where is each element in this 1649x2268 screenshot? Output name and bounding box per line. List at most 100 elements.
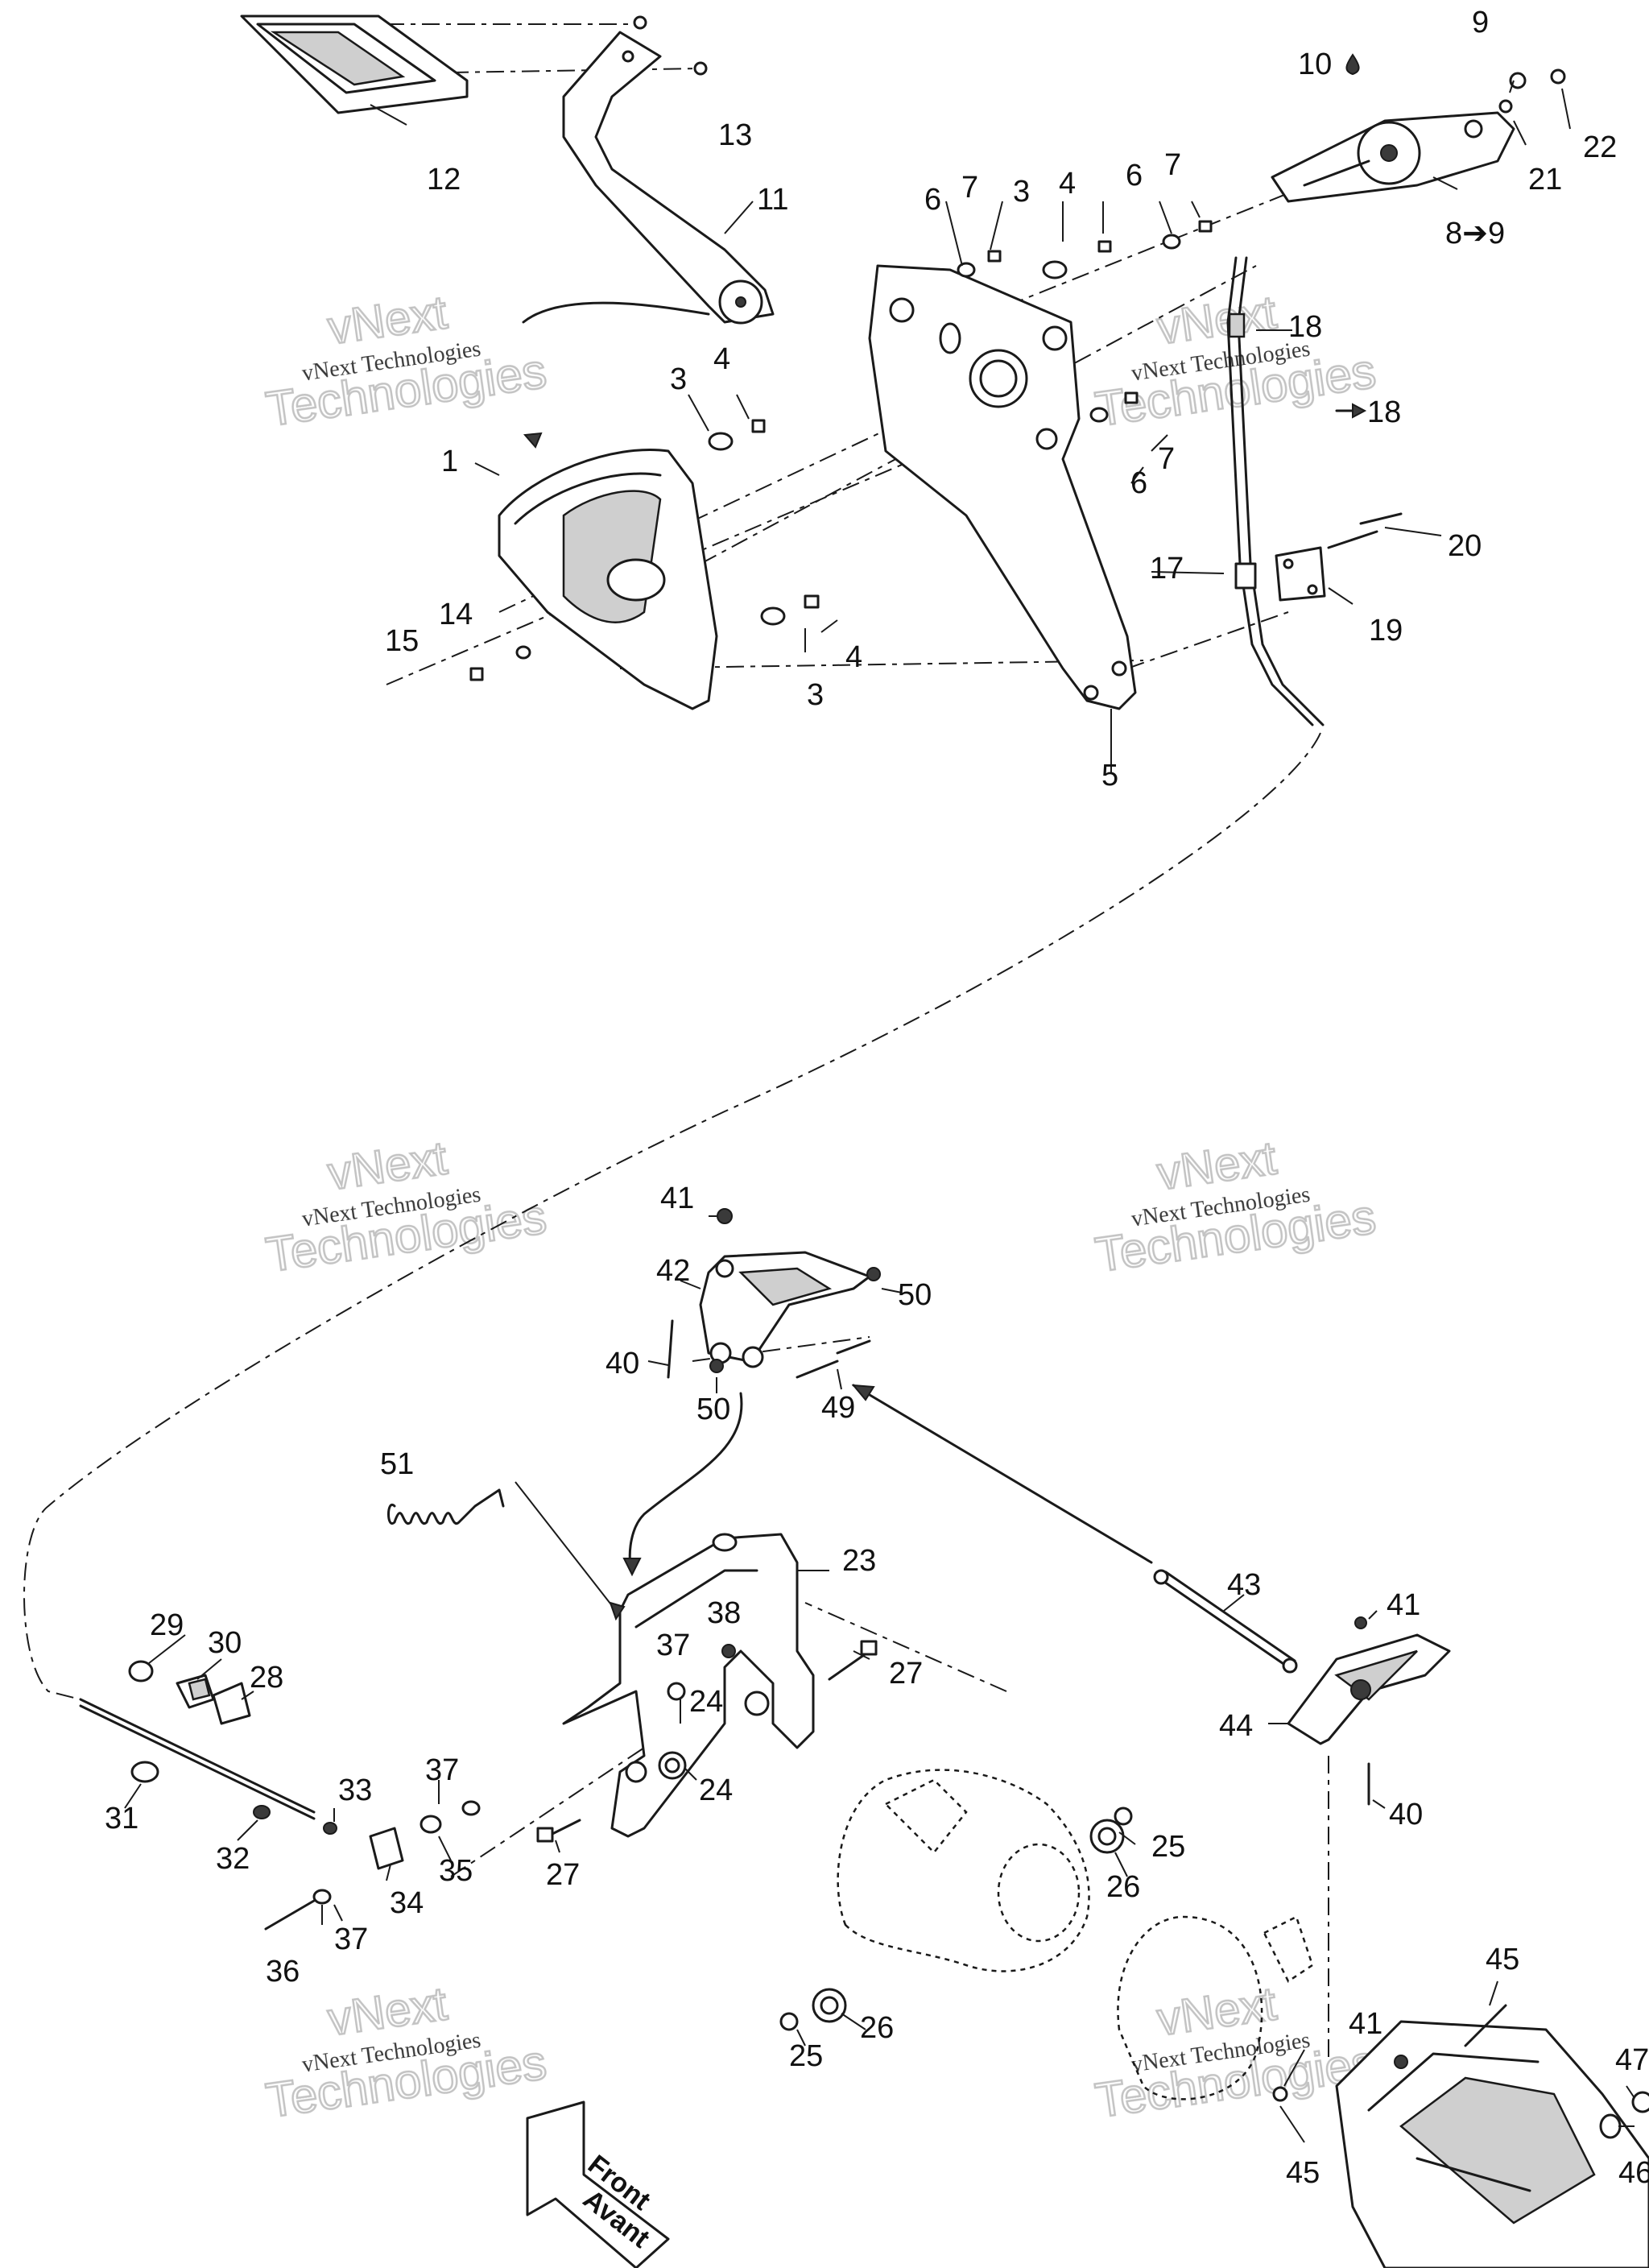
callout-27: 27	[889, 1657, 923, 1691]
callout-5: 5	[1101, 759, 1118, 793]
plate-part-19	[1275, 546, 1326, 602]
callout-45: 45	[1286, 2156, 1320, 2190]
callout-6: 6	[924, 183, 941, 217]
callout-30: 30	[208, 1626, 242, 1660]
watermark-mid-right: vNext Technologies vNext Technologies	[1091, 1131, 1380, 1283]
bushing-part-24	[658, 1751, 687, 1780]
callout-25: 25	[789, 2039, 823, 2073]
callout-46: 46	[1618, 2156, 1649, 2190]
callout-6: 6	[1130, 466, 1147, 500]
callout-6: 6	[1126, 159, 1143, 192]
callout-4: 4	[1059, 167, 1076, 201]
callout-37: 37	[334, 1922, 368, 1956]
callout-41: 41	[1387, 1588, 1420, 1622]
cover-part-12	[240, 14, 469, 114]
link-part-43	[1153, 1569, 1298, 1674]
callout-19: 19	[1369, 614, 1403, 648]
front-direction-arrow: Front Avant	[526, 2100, 670, 2268]
bolt-part-27	[536, 1640, 878, 1843]
callout-41: 41	[660, 1182, 694, 1215]
rod-parts-17-18	[1226, 256, 1325, 726]
callout-43: 43	[1227, 1568, 1261, 1602]
gearbox-housing-dotted	[779, 1769, 1133, 2031]
cover-plate-part-1	[498, 449, 718, 710]
callout-3: 3	[807, 678, 824, 712]
callout-51: 51	[380, 1447, 414, 1481]
watermark-top-left: vNext Technologies vNext Technologies	[262, 285, 551, 437]
pump-housing	[1272, 2004, 1649, 2268]
callout-37: 37	[425, 1753, 459, 1787]
callout-38: 38	[707, 1596, 741, 1630]
grease-drop-icon	[1345, 53, 1360, 76]
callout-22: 22	[1583, 130, 1617, 164]
callout-32: 32	[216, 1842, 250, 1876]
callout-27: 27	[546, 1858, 580, 1892]
callout-35: 35	[439, 1854, 473, 1888]
callout-18: 18	[1288, 310, 1322, 344]
callout-7: 7	[1164, 148, 1181, 182]
callout-20: 20	[1448, 529, 1482, 563]
spring-part-51	[387, 1488, 505, 1525]
callout-37: 37	[656, 1629, 690, 1662]
main-plate-part-5	[868, 264, 1137, 710]
nut-washer-parts-9-21-22	[1498, 68, 1566, 114]
bracket-arm-part-11	[522, 31, 775, 325]
cable-parts-28-36	[79, 1660, 481, 1931]
callout-42: 42	[656, 1254, 690, 1288]
callout-8-to-9: 8➔9	[1445, 217, 1505, 250]
leader-lines	[124, 80, 1635, 2143]
callout-44: 44	[1219, 1709, 1253, 1743]
callout-40: 40	[605, 1347, 639, 1380]
callout-4: 4	[845, 640, 862, 674]
callout-18: 18	[1367, 395, 1401, 429]
callout-40: 40	[1389, 1798, 1423, 1831]
callout-31: 31	[105, 1802, 138, 1836]
watermark-mid-left: vNext Technologies vNext Technologies	[262, 1131, 551, 1283]
callout-25: 25	[1151, 1830, 1185, 1864]
callout-17: 17	[1150, 552, 1184, 586]
callout-34: 34	[390, 1886, 424, 1920]
callout-13: 13	[718, 118, 752, 152]
callout-9: 9	[1472, 6, 1489, 39]
callout-4: 4	[713, 342, 730, 376]
washer-parts-37-38	[667, 1644, 736, 1701]
watermarks: vNext Technologies vNext Technologies vN…	[262, 285, 1380, 2129]
callout-49: 49	[821, 1391, 855, 1425]
callout-41: 41	[1349, 2007, 1382, 2041]
callout-7: 7	[961, 171, 978, 205]
callout-12: 12	[427, 163, 461, 197]
callout-45: 45	[1486, 1943, 1519, 1976]
lower-housing-dotted	[1117, 1915, 1314, 2100]
fasteners-middle	[667, 1208, 881, 1379]
callout-14: 14	[439, 598, 473, 631]
callout-24: 24	[689, 1685, 723, 1719]
yoke-part-23	[562, 1533, 815, 1838]
callout-15: 15	[385, 624, 419, 658]
fasteners-top	[469, 220, 1213, 681]
callout-7: 7	[1158, 442, 1175, 476]
watermark-bottom-left: vNext Technologies vNext Technologies	[262, 1976, 551, 2129]
callout-11: 11	[757, 183, 788, 217]
callout-1: 1	[441, 445, 458, 478]
bolts-part-20	[1327, 512, 1403, 549]
bracket-part-42	[699, 1251, 871, 1368]
callout-26: 26	[860, 2011, 894, 2045]
bracket-part-44	[1287, 1616, 1451, 1806]
callout-labels: 1 3 3 3 4 4 4 5 6 6 6 7 7 7 8➔9 9 10 11 …	[105, 6, 1649, 2190]
callout-36: 36	[266, 1955, 300, 1989]
lever-part-8	[1271, 111, 1515, 203]
callout-26: 26	[1106, 1870, 1140, 1904]
callout-3: 3	[1013, 175, 1030, 209]
callout-33: 33	[338, 1773, 372, 1807]
callout-10: 10	[1298, 48, 1332, 81]
callout-50: 50	[696, 1393, 730, 1426]
callout-24: 24	[699, 1773, 733, 1807]
callout-28: 28	[250, 1661, 283, 1695]
callout-23: 23	[842, 1544, 876, 1578]
callout-3: 3	[670, 362, 687, 396]
assembly-arrows	[523, 403, 1367, 1621]
callout-21: 21	[1528, 163, 1562, 197]
callout-47: 47	[1615, 2043, 1649, 2077]
callout-50: 50	[898, 1278, 932, 1312]
